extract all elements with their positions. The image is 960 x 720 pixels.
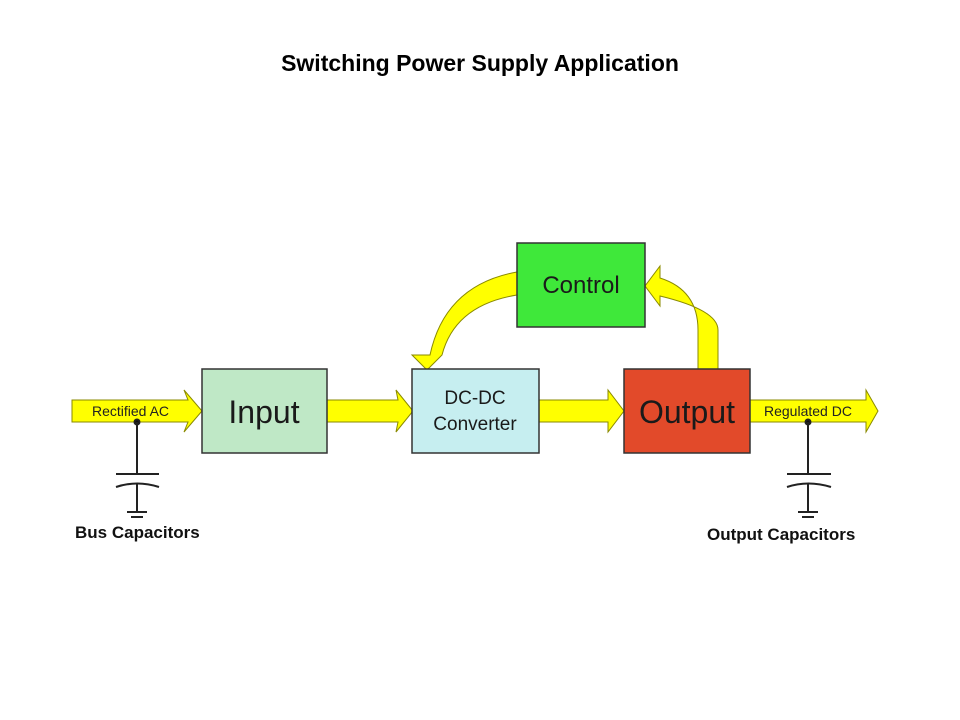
regulated-dc-label: Regulated DC <box>764 403 852 419</box>
output-block <box>623 368 751 454</box>
control-arrow-control-to-converter <box>410 271 518 371</box>
input-block <box>201 368 328 454</box>
bus-capacitor-symbol <box>115 418 160 518</box>
bus-capacitors-label: Bus Capacitors <box>75 523 200 542</box>
control-block-label: Control <box>542 272 619 299</box>
rectified-ac-label: Rectified AC <box>92 403 169 419</box>
rectified-ac-arrow <box>71 389 203 433</box>
output-block-label: Output <box>639 394 735 430</box>
feedback-arrow-output-to-control <box>644 264 719 371</box>
output-capacitors-label: Output Capacitors <box>707 525 855 544</box>
output-capacitor-symbol <box>786 418 832 518</box>
control-block <box>516 242 646 328</box>
slide-title: Switching Power Supply Application <box>281 50 679 76</box>
converter-block <box>411 368 540 454</box>
converter-block-label-line1: DC-DC <box>444 388 505 409</box>
converter-to-output-arrow <box>538 388 625 434</box>
regulated-dc-arrow <box>749 388 879 434</box>
input-block-label: Input <box>228 394 299 430</box>
input-to-converter-arrow <box>326 389 414 433</box>
converter-block-label-line2: Converter <box>433 414 517 435</box>
